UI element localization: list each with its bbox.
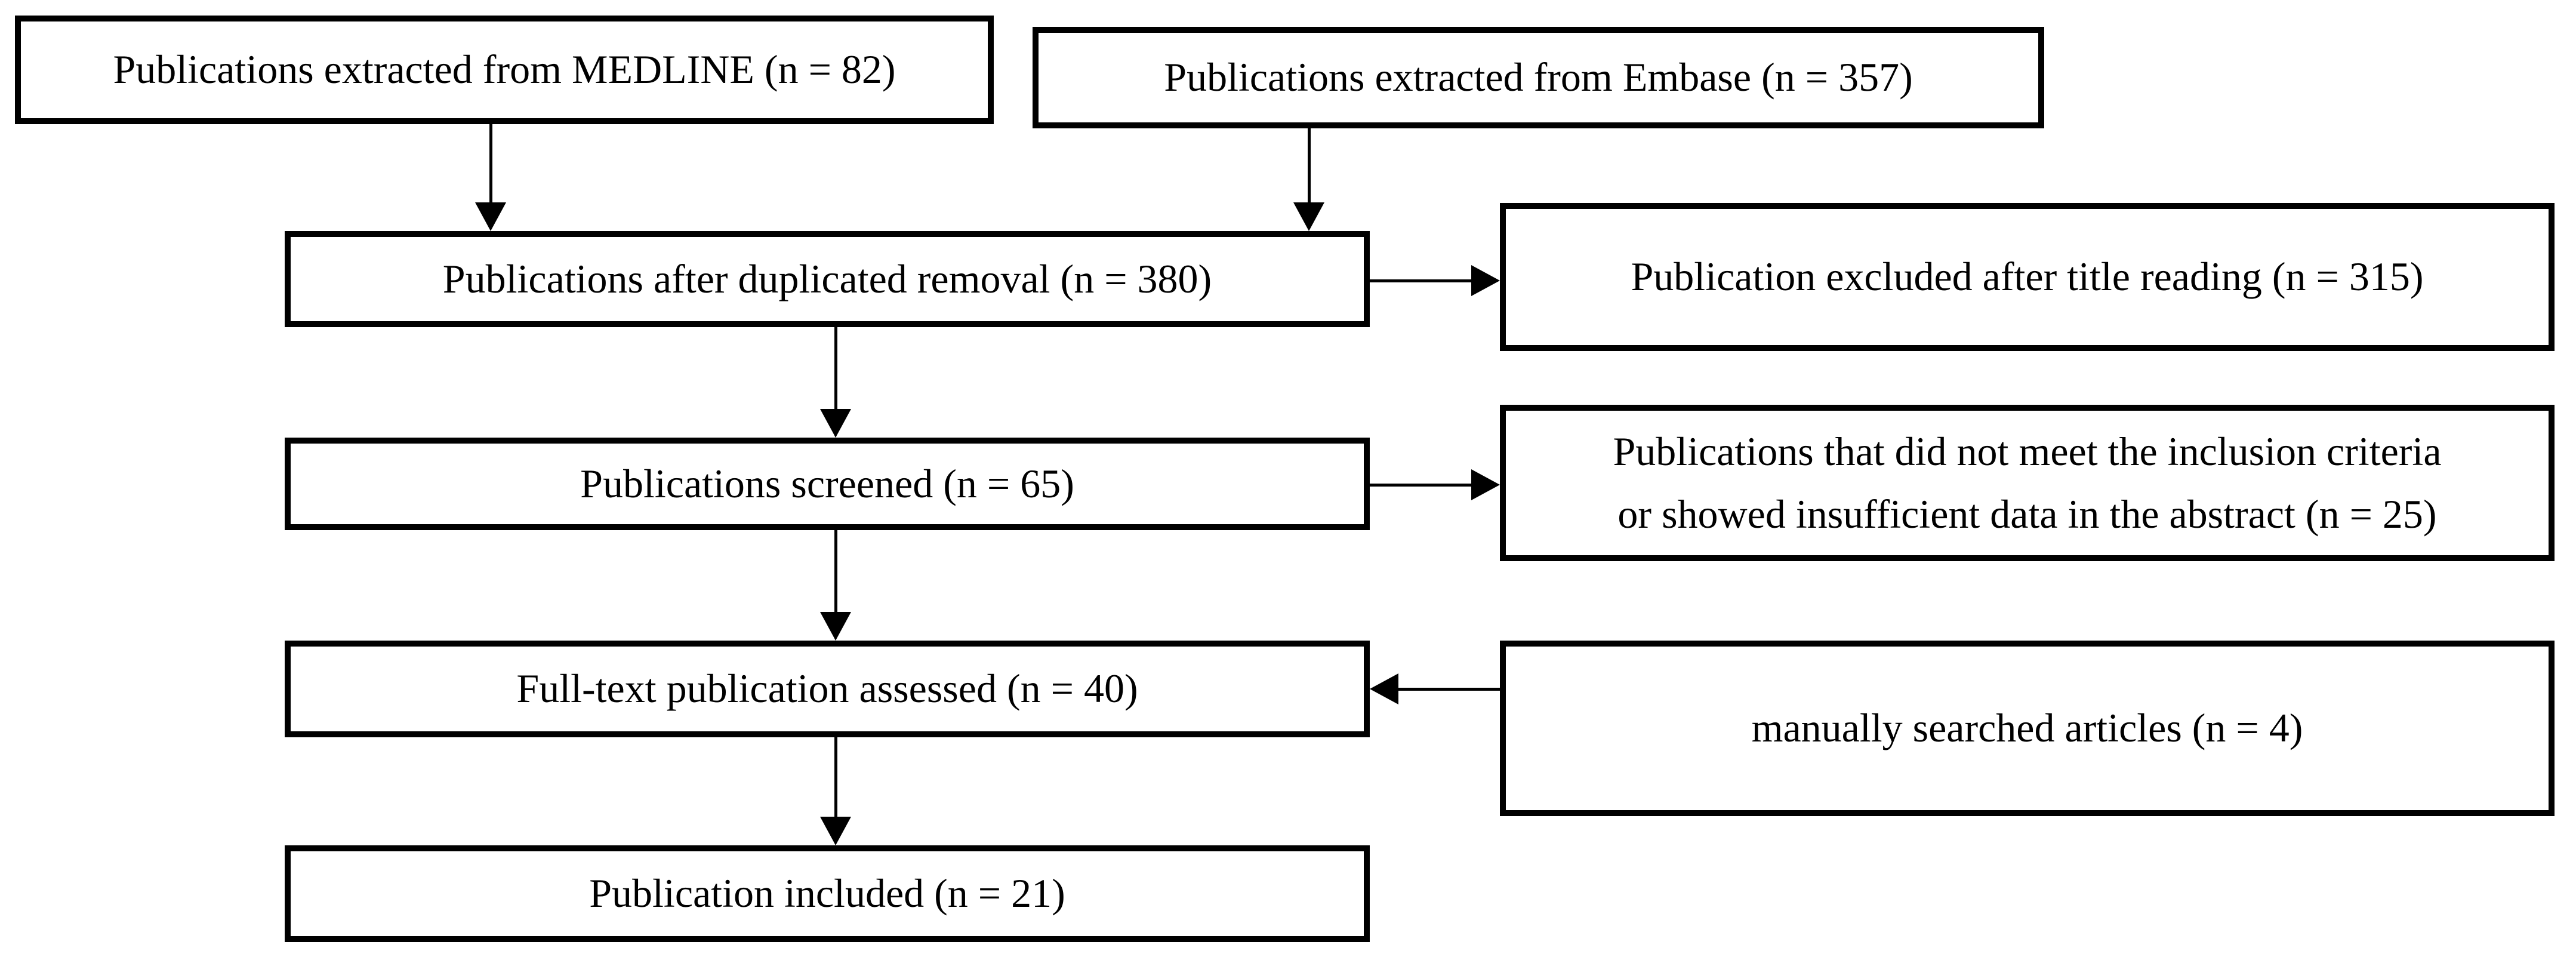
connector-dedup-screened-arrowhead-down-icon [820, 409, 851, 438]
connector-medline-dedup-line [489, 124, 492, 202]
connector-screened-excludedabstract-arrowhead-right-icon [1471, 469, 1500, 500]
box-screened: Publications screened (n = 65) [285, 438, 1370, 530]
box-excluded-abstract-label: Publications that did not meet the inclu… [1613, 428, 2442, 537]
connector-screened-excludedabstract-line [1370, 484, 1471, 487]
box-screened-label: Publications screened (n = 65) [580, 460, 1074, 506]
box-included-label: Publication included (n = 21) [589, 870, 1065, 916]
box-fulltext-assessed: Full-text publication assessed (n = 40) [285, 641, 1370, 737]
box-excluded-abstract: Publications that did not meet the inclu… [1500, 405, 2555, 561]
box-manually-searched-label: manually searched articles (n = 4) [1751, 705, 2303, 751]
box-embase: Publications extracted from Embase (n = … [1033, 27, 2044, 128]
connector-embase-dedup-arrowhead-down-icon [1293, 202, 1324, 231]
box-excluded-title-label: Publication excluded after title reading… [1631, 254, 2424, 300]
connector-dedup-excludedtitle-line [1370, 279, 1471, 282]
connector-fulltext-included-arrowhead-down-icon [820, 817, 851, 845]
box-medline: Publications extracted from MEDLINE (n =… [15, 16, 994, 124]
connector-manual-fulltext-line [1398, 688, 1500, 691]
box-manually-searched: manually searched articles (n = 4) [1500, 641, 2555, 816]
connector-manual-fulltext-arrowhead-left-icon [1370, 673, 1398, 704]
connector-fulltext-included-line [834, 737, 837, 817]
connector-medline-dedup-arrowhead-down-icon [475, 202, 506, 231]
connector-embase-dedup-line [1308, 128, 1311, 202]
box-fulltext-assessed-label: Full-text publication assessed (n = 40) [516, 666, 1138, 712]
box-duplicates-removed: Publications after duplicated removal (n… [285, 231, 1370, 327]
box-included: Publication included (n = 21) [285, 845, 1370, 942]
box-excluded-title: Publication excluded after title reading… [1500, 203, 2555, 351]
box-duplicates-removed-label: Publications after duplicated removal (n… [442, 256, 1212, 301]
connector-screened-fulltext-arrowhead-down-icon [820, 612, 851, 641]
box-medline-label: Publications extracted from MEDLINE (n =… [113, 47, 896, 93]
connector-dedup-screened-line [834, 327, 837, 409]
box-embase-label: Publications extracted from Embase (n = … [1164, 54, 1913, 100]
connector-screened-fulltext-line [834, 530, 837, 612]
connector-dedup-excludedtitle-arrowhead-right-icon [1471, 265, 1500, 296]
